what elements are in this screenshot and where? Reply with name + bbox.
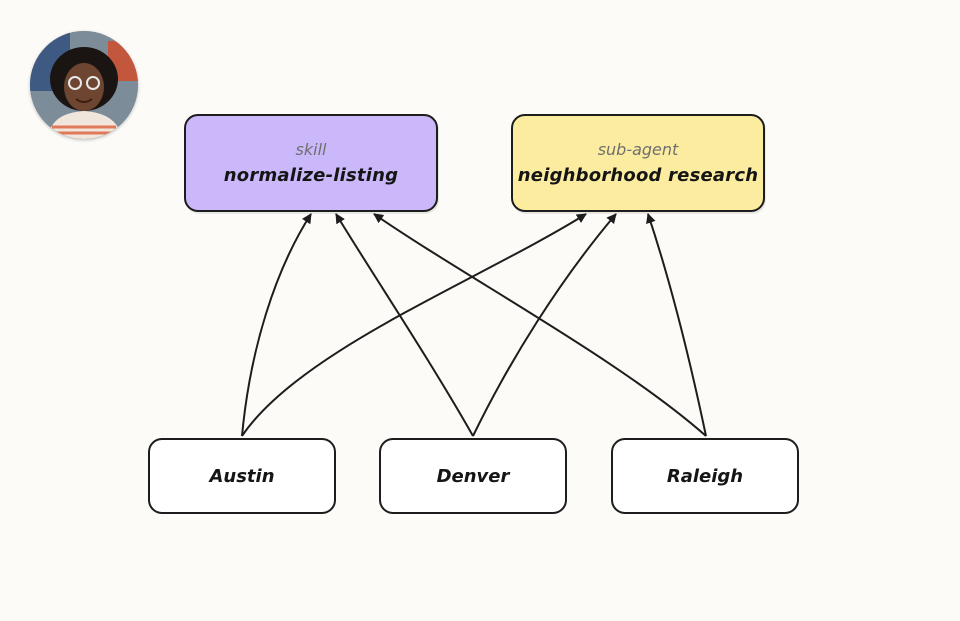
city-label-denver: Denver — [436, 465, 510, 487]
skill-node-name: normalize-listing — [223, 165, 399, 186]
city-node-austin: Austin — [148, 438, 336, 514]
edge-raleigh-to-sub-agent — [646, 213, 707, 437]
sub-agent-node-kind: sub-agent — [597, 140, 679, 159]
skill-node-kind: skill — [295, 140, 327, 159]
edge-denver-to-skill — [335, 213, 474, 437]
edge-austin-to-skill — [241, 213, 312, 437]
skill-node: skill normalize-listing — [184, 114, 438, 212]
city-node-raleigh: Raleigh — [611, 438, 799, 514]
city-node-denver: Denver — [379, 438, 567, 514]
city-label-raleigh: Raleigh — [666, 465, 744, 487]
sub-agent-node: sub-agent neighborhood research — [511, 114, 765, 212]
edge-denver-to-sub-agent — [472, 213, 617, 437]
edge-raleigh-to-skill — [373, 213, 707, 437]
city-label-austin: Austin — [209, 465, 275, 487]
sub-agent-node-name: neighborhood research — [517, 165, 759, 186]
edge-austin-to-sub-agent — [241, 213, 587, 437]
